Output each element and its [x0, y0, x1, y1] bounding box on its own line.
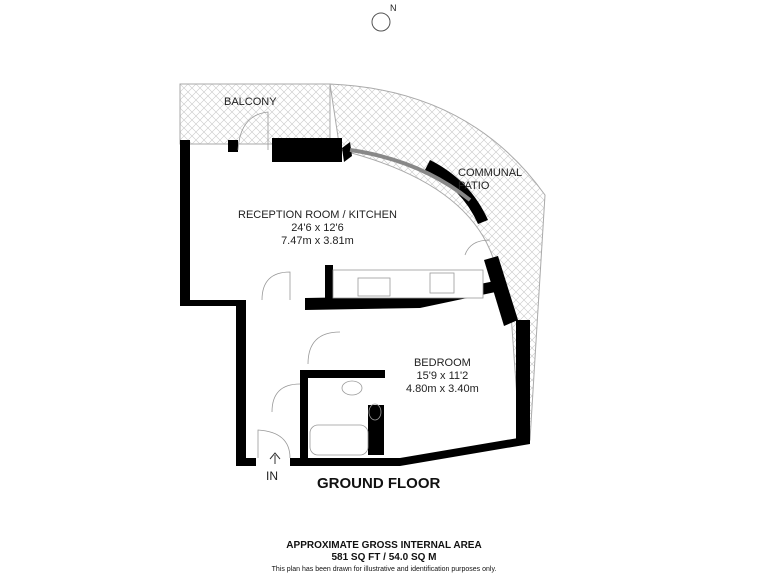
- compass-icon: [371, 12, 391, 32]
- room-dimensions-metric: 7.47m x 3.81m: [281, 235, 354, 247]
- hob-icon: [429, 272, 455, 294]
- entrance-label: IN: [266, 469, 278, 483]
- balcony-area: [179, 83, 331, 145]
- room-name: RECEPTION ROOM / KITCHEN: [238, 209, 397, 221]
- bath-icon: [309, 424, 369, 456]
- bedroom-label: BEDROOM 15'9 x 11'2 4.80m x 3.40m: [406, 357, 479, 396]
- reception-room-label: RECEPTION ROOM / KITCHEN 24'6 x 12'6 7.4…: [238, 209, 397, 248]
- compass-north-label: N: [390, 3, 397, 13]
- balcony-label: BALCONY: [224, 96, 277, 108]
- toilet-icon: [341, 380, 363, 396]
- sink-icon: [357, 277, 391, 297]
- room-dimensions-imperial: 15'9 x 11'2: [416, 370, 469, 382]
- walls: [180, 138, 530, 466]
- room-dimensions-metric: 4.80m x 3.40m: [406, 383, 479, 395]
- floor-title: GROUND FLOOR: [317, 475, 441, 492]
- communal-patio-label: COMMUNAL PATIO: [458, 167, 523, 192]
- kitchen-counter: [332, 269, 484, 299]
- disclaimer: This plan has been drawn for illustrativ…: [271, 566, 497, 573]
- basin-icon: [368, 403, 382, 421]
- entrance-arrow-icon: [269, 452, 281, 464]
- room-dimensions-imperial: 24'6 x 12'6: [291, 222, 344, 234]
- area-value: 581 SQ FT / 54.0 SQ M: [331, 552, 437, 563]
- area-heading: APPROXIMATE GROSS INTERNAL AREA: [286, 540, 482, 551]
- room-name: BEDROOM: [413, 357, 471, 369]
